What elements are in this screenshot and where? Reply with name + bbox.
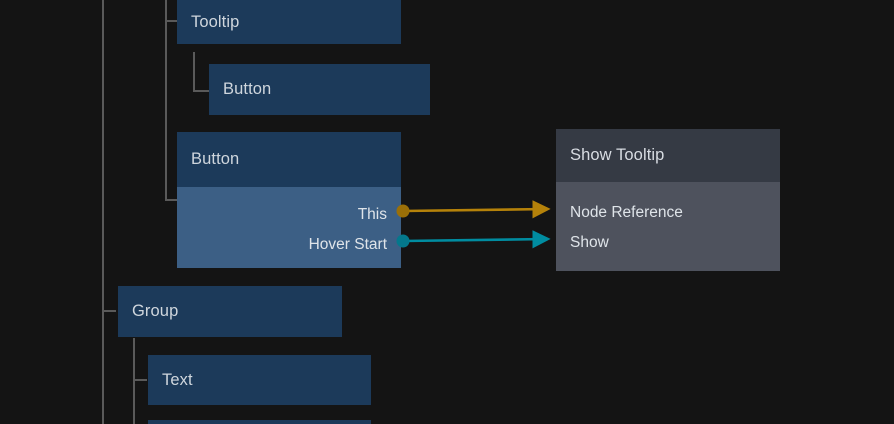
scene-node-tooltip-label: Tooltip [177,0,401,44]
scene-node-text[interactable]: Text [148,355,371,405]
output-port-this-label: This [357,206,387,223]
tree-tick-button [165,199,178,201]
scene-node-partial-label [148,420,371,424]
output-port-this[interactable]: This [177,200,401,230]
graph-node-show-tooltip[interactable]: Show Tooltip Node Reference Show [556,129,780,271]
tree-elbow-tooltip-button [193,52,210,92]
tree-line-level1 [165,0,167,201]
scene-node-text-label: Text [148,355,371,405]
scene-node-tooltip-button[interactable]: Button [209,64,430,115]
graph-node-button[interactable]: Button This Hover Start [177,132,401,268]
tree-tick-tooltip [165,20,178,22]
tree-tick-text [133,379,147,381]
graph-node-button-ports: This Hover Start [177,187,401,268]
input-port-show[interactable]: Show [556,228,780,258]
wire-this-to-node-reference[interactable] [396,200,551,219]
scene-node-partial[interactable] [148,420,371,424]
tree-tick-group [102,310,116,312]
scene-node-group-label: Group [118,286,342,337]
scene-node-tooltip-button-label: Button [209,64,430,115]
tree-line-root [102,0,104,424]
output-port-hover-start[interactable]: Hover Start [177,230,401,260]
tree-line-group-children [133,338,135,424]
scene-node-group[interactable]: Group [118,286,342,337]
wire-hover-start-to-show[interactable] [396,230,551,249]
graph-node-button-title: Button [177,132,401,187]
scene-node-tooltip[interactable]: Tooltip [177,0,401,44]
output-port-hover-start-label: Hover Start [308,236,387,253]
graph-node-show-tooltip-ports: Node Reference Show [556,182,780,271]
input-port-node-reference-label: Node Reference [570,204,683,221]
input-port-node-reference[interactable]: Node Reference [556,198,780,228]
input-port-show-label: Show [570,234,609,251]
graph-node-show-tooltip-title: Show Tooltip [556,129,780,182]
